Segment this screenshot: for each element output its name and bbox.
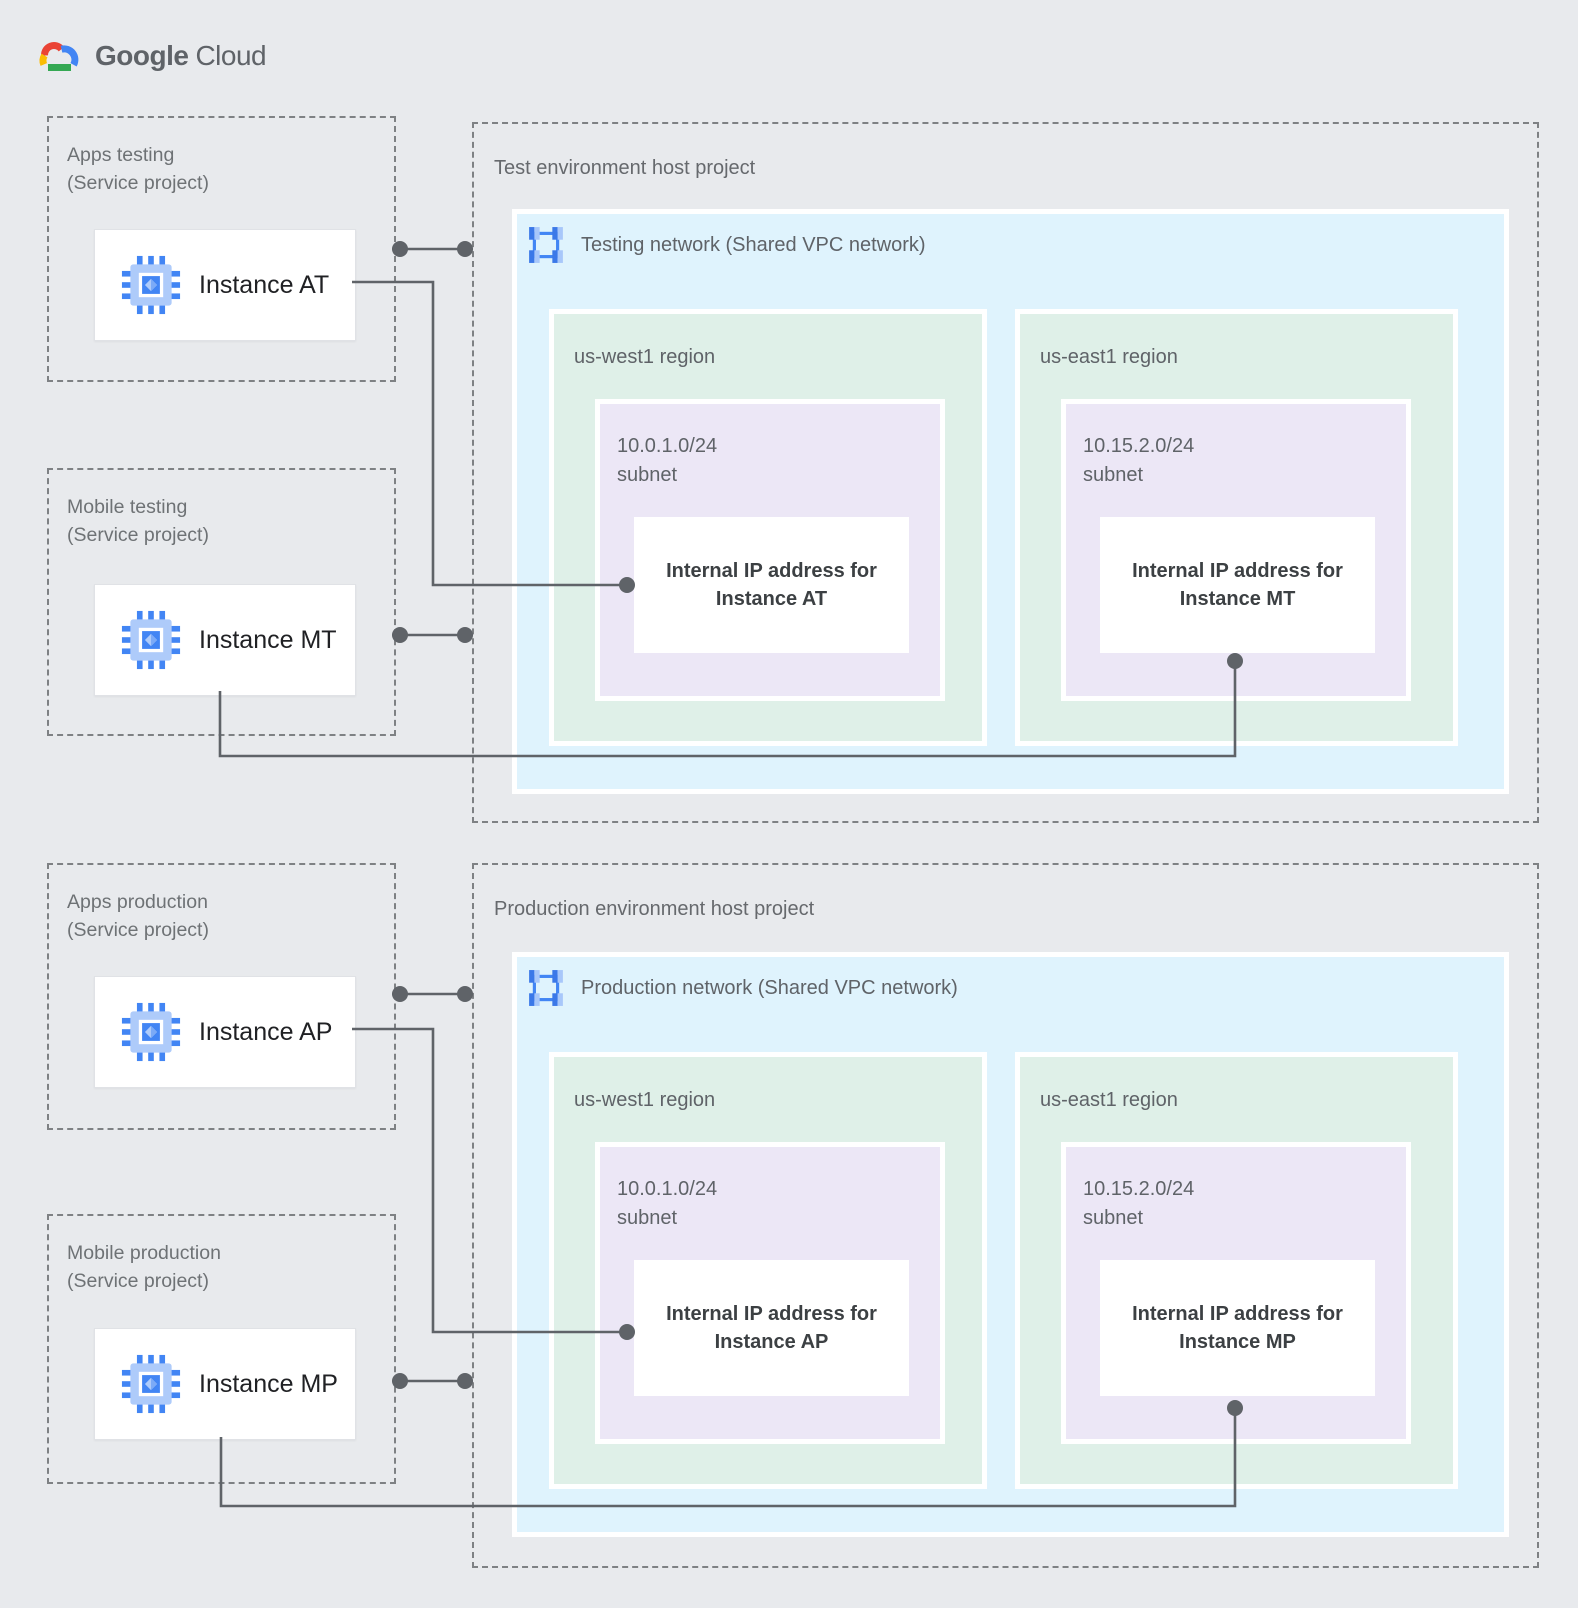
compute-engine-icon — [121, 255, 181, 315]
ip-line1: Internal IP address for — [1132, 560, 1343, 582]
region-us-west1-test: us-west1 region 10.0.1.0/24 subnet Inter… — [549, 309, 987, 746]
service-project-apps-testing: Apps testing (Service project) Instance … — [47, 116, 396, 382]
vpc-network-production-label: Production network (Shared VPC network) — [581, 976, 958, 999]
connector-dot — [457, 627, 473, 643]
service-project-mobile-production-label: Mobile production (Service project) — [67, 1240, 221, 1295]
subnet-cidr: 10.15.2.0/24 — [1083, 435, 1195, 457]
logo-word-cloud: Cloud — [195, 40, 267, 71]
vpc-network-icon — [527, 969, 565, 1007]
internal-ip-card-at: Internal IP address for Instance AT — [634, 517, 909, 653]
region-label: us-west1 region — [574, 1089, 716, 1111]
instance-card-ap: Instance AP — [94, 976, 356, 1088]
vpc-network-testing-header: Testing network (Shared VPC network) — [527, 226, 926, 264]
instance-mt-label: Instance MT — [199, 625, 337, 654]
internal-ip-card-ap: Internal IP address for Instance AP — [634, 1260, 909, 1396]
project-qualifier: (Service project) — [67, 523, 209, 546]
project-name: Apps production — [67, 891, 208, 913]
subnet-word: subnet — [617, 464, 678, 486]
internal-ip-card-mt: Internal IP address for Instance MT — [1100, 517, 1375, 653]
region-us-east1-test: us-east1 region 10.15.2.0/24 subnet Inte… — [1015, 309, 1458, 746]
project-qualifier: (Service project) — [67, 171, 209, 194]
host-project-production: Production environment host project Prod… — [472, 863, 1539, 1568]
subnet-label: 10.15.2.0/24 subnet — [1083, 432, 1194, 490]
region-label: us-east1 region — [1040, 346, 1178, 368]
internal-ip-card-mp: Internal IP address for Instance MP — [1100, 1260, 1375, 1396]
region-label: us-east1 region — [1040, 1089, 1178, 1111]
ip-line1: Internal IP address for — [666, 560, 877, 582]
vpc-network-production-header: Production network (Shared VPC network) — [527, 969, 958, 1007]
service-project-apps-testing-label: Apps testing (Service project) — [67, 142, 209, 197]
connector-dot — [457, 1373, 473, 1389]
service-project-apps-production-label: Apps production (Service project) — [67, 889, 209, 944]
host-project-test-title: Test environment host project — [494, 157, 756, 179]
region-label: us-west1 region — [574, 346, 716, 368]
subnet-label: 10.0.1.0/24 subnet — [617, 432, 717, 490]
subnet-us-east1-production: 10.15.2.0/24 subnet Internal IP address … — [1061, 1142, 1411, 1444]
service-project-apps-production: Apps production (Service project) Instan… — [47, 863, 396, 1130]
ip-line1: Internal IP address for — [666, 1303, 877, 1325]
subnet-word: subnet — [617, 1207, 678, 1229]
vpc-network-icon — [527, 226, 565, 264]
project-name: Mobile testing — [67, 496, 188, 518]
service-project-mobile-production: Mobile production (Service project) Inst… — [47, 1214, 396, 1484]
instance-card-mp: Instance MP — [94, 1328, 356, 1440]
connector-dot — [457, 986, 473, 1002]
subnet-us-east1-test: 10.15.2.0/24 subnet Internal IP address … — [1061, 399, 1411, 701]
google-cloud-logo-icon — [39, 42, 79, 71]
subnet-cidr: 10.0.1.0/24 — [617, 1178, 718, 1200]
compute-engine-icon — [121, 610, 181, 670]
compute-engine-icon — [121, 1354, 181, 1414]
project-name: Mobile production — [67, 1242, 221, 1264]
project-qualifier: (Service project) — [67, 1269, 209, 1292]
ip-line2: Instance MP — [1179, 1331, 1296, 1353]
instance-at-label: Instance AT — [199, 270, 330, 299]
logo-word-google: Google — [95, 40, 189, 71]
host-project-test: Test environment host project Testing ne… — [472, 122, 1539, 823]
instance-card-mt: Instance MT — [94, 584, 356, 696]
ip-line2: Instance AP — [714, 1331, 829, 1353]
service-project-mobile-testing: Mobile testing (Service project) Instanc… — [47, 468, 396, 736]
subnet-label: 10.15.2.0/24 subnet — [1083, 1175, 1194, 1233]
subnet-cidr: 10.0.1.0/24 — [617, 435, 718, 457]
instance-mp-label: Instance MP — [199, 1369, 338, 1398]
compute-engine-icon — [121, 1002, 181, 1062]
subnet-word: subnet — [1083, 1207, 1144, 1229]
ip-line2: Instance MT — [1179, 588, 1296, 610]
subnet-us-west1-production: 10.0.1.0/24 subnet Internal IP address f… — [595, 1142, 945, 1444]
subnet-word: subnet — [1083, 464, 1144, 486]
ip-line1: Internal IP address for — [1132, 1303, 1343, 1325]
instance-card-at: Instance AT — [94, 229, 356, 341]
host-project-production-title: Production environment host project — [494, 898, 815, 920]
project-name: Apps testing — [67, 144, 175, 166]
vpc-network-testing-label: Testing network (Shared VPC network) — [581, 233, 926, 256]
subnet-cidr: 10.15.2.0/24 — [1083, 1178, 1195, 1200]
region-us-east1-production: us-east1 region 10.15.2.0/24 subnet Inte… — [1015, 1052, 1458, 1489]
subnet-us-west1-test: 10.0.1.0/24 subnet Internal IP address f… — [595, 399, 945, 701]
instance-ap-label: Instance AP — [199, 1017, 333, 1046]
vpc-network-production: Production network (Shared VPC network) … — [512, 952, 1509, 1537]
service-project-mobile-testing-label: Mobile testing (Service project) — [67, 494, 209, 549]
connector-dot — [457, 241, 473, 257]
subnet-label: 10.0.1.0/24 subnet — [617, 1175, 717, 1233]
region-us-west1-production: us-west1 region 10.0.1.0/24 subnet Inter… — [549, 1052, 987, 1489]
vpc-network-testing: Testing network (Shared VPC network) us-… — [512, 209, 1509, 794]
project-qualifier: (Service project) — [67, 918, 209, 941]
ip-line2: Instance AT — [715, 588, 828, 610]
